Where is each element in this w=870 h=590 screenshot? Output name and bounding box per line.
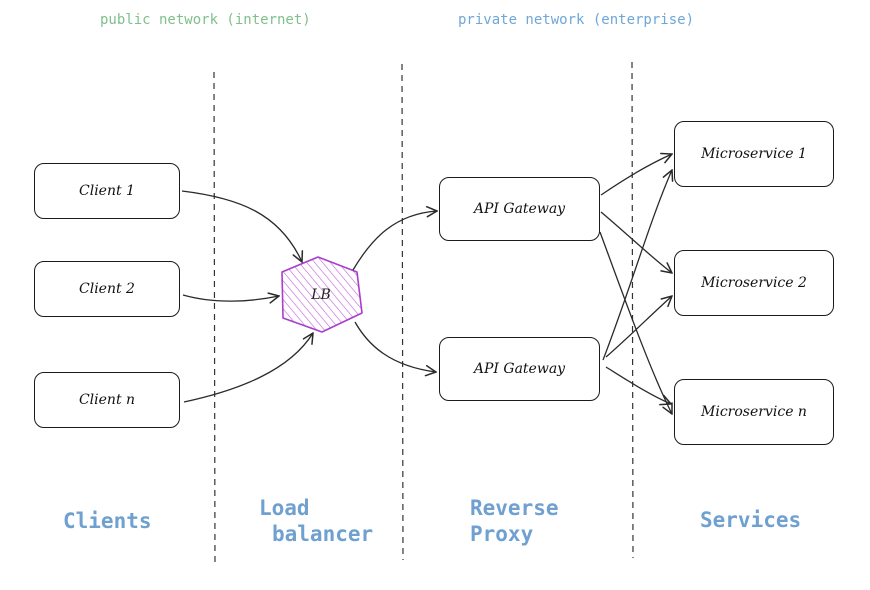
client-n-node: Client n [34,372,180,428]
separator-3 [631,61,634,559]
arrow-clientn-lb [183,333,313,403]
column-label-reverse-proxy-line2: Proxy [470,522,534,546]
client-2-label: Client 2 [79,281,135,297]
arrow-gw1-ms2 [600,211,672,273]
column-label-load-balancer-line2: balancer [272,522,374,546]
arrow-lb-gateway1 [352,211,437,271]
microservice-2-label: Microservice 2 [701,275,807,291]
load-balancer-label: LB [311,287,331,303]
column-label-load-balancer-line1: Load [259,496,310,520]
column-label-services: Services [700,508,802,532]
client-2-node: Client 2 [34,261,180,317]
api-gateway-2-label: API Gateway [473,361,566,377]
column-label-clients: Clients [63,509,152,533]
client-n-label: Client n [78,392,136,408]
microservice-2-node: Microservice 2 [674,250,834,316]
microservice-1-node: Microservice 1 [674,121,834,187]
arrow-gw1-ms1 [600,154,672,196]
arrow-gw2-msn [605,366,671,404]
private-network-label: private network (enterprise) [458,12,695,28]
api-gateway-1-label: API Gateway [473,201,566,217]
microservice-n-label: Microservice n [701,404,807,420]
client-1-node: Client 1 [34,163,180,219]
microservice-1-label: Microservice 1 [701,146,807,162]
arrow-gw2-ms1 [602,170,672,361]
public-network-label: public network (internet) [100,12,311,28]
load-balancer-hexagon [281,256,363,333]
arrow-gw2-ms2 [605,296,672,358]
arrow-gw1-msn [599,231,672,414]
api-gateway-2-node: API Gateway [439,337,600,401]
arrow-client1-lb [181,190,302,262]
column-label-reverse-proxy-line1: Reverse [470,496,559,520]
arrow-lb-gateway2 [354,321,436,372]
client-1-label: Client 1 [79,183,135,199]
api-gateway-1-node: API Gateway [439,177,600,241]
separator-2 [401,63,404,561]
microservice-n-node: Microservice n [674,379,834,445]
separator-1 [213,71,216,568]
arrow-client2-lb [182,295,279,301]
